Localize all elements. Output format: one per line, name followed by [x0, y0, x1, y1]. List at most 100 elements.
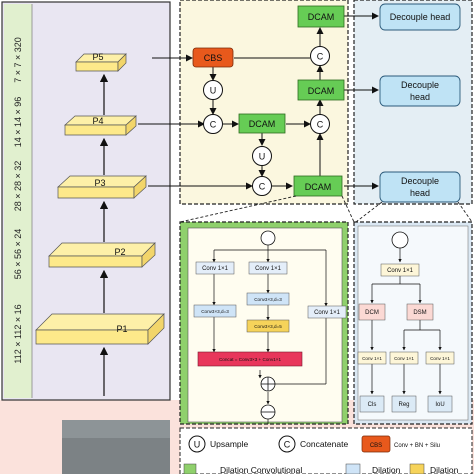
- dims-column: [4, 4, 32, 398]
- dcam-conv3-d3-b: Conv3×3,d=3: [246, 292, 290, 306]
- head-output-reg: Reg: [391, 395, 417, 413]
- dcam-conv1-a: Conv 1×1: [195, 261, 235, 275]
- conv-label: Conv3×3,d=5: [254, 324, 282, 329]
- dcam-conv1-c: Conv 1×1: [307, 305, 347, 319]
- stage-label-p5: P5: [92, 52, 103, 62]
- legend-concatenate: C Concatenate: [278, 435, 348, 453]
- head-detail-flow: [370, 248, 442, 395]
- dcam-input-node: [260, 230, 276, 246]
- head-label: Decouple: [401, 80, 439, 90]
- legend-dilation-1: Dilation: [345, 463, 401, 474]
- concat-label: C: [317, 52, 324, 62]
- output-label: Reg: [398, 402, 409, 408]
- dcm-label: DCM: [365, 310, 379, 316]
- stage-label-p3: P3: [94, 178, 105, 188]
- decouple-head-3: Decouple head: [379, 171, 461, 203]
- legend-label: Concatenate: [300, 439, 348, 449]
- upsample-node-2: U: [252, 146, 272, 166]
- legend-label: Upsample: [210, 439, 249, 449]
- conv-label: Conv 1×1: [202, 266, 229, 272]
- output-label: Cls: [368, 402, 377, 408]
- cbs-block: CBS: [192, 47, 234, 68]
- dcam-label: DCAM: [308, 12, 335, 22]
- head-input-node: [391, 231, 409, 249]
- head-output-cls: Cls: [359, 395, 385, 413]
- dim-label: 56 × 56 × 24: [13, 229, 23, 280]
- dcam-block-mid: DCAM: [238, 113, 286, 134]
- conv-label: Conv 1×1: [362, 356, 382, 361]
- upsample-label: U: [259, 152, 266, 162]
- dcam-label: DCAM: [308, 86, 335, 96]
- neck-panel: [179, 0, 349, 205]
- concat-label: C: [259, 182, 266, 192]
- dim-label: 112 × 112 × 16: [13, 304, 23, 363]
- concat-label: C: [317, 120, 324, 130]
- cbs-icon: [361, 435, 391, 453]
- conv-label: Conv 1×1: [394, 356, 414, 361]
- legend-symbol: U: [194, 440, 201, 450]
- concat-formula: Concat = Conv3×3 + Conv1×1: [219, 357, 282, 362]
- concat-icon: [278, 435, 296, 453]
- head-conv1-reg: Conv 1×1: [389, 351, 419, 365]
- legend-label: Dilation Convolutional: [220, 465, 302, 474]
- dcam-output-node: [260, 404, 276, 420]
- legend-cbs: CBS Conv + BN + Silu: [361, 435, 440, 453]
- neck-connections: [138, 12, 379, 190]
- head-output-iou: IoU: [427, 395, 453, 413]
- backbone-slab-p2: P2: [48, 242, 156, 268]
- cbs-label: CBS: [204, 53, 223, 63]
- dilation-swatch-2: [409, 463, 425, 474]
- dcam-conv1-b: Conv 1×1: [248, 261, 288, 275]
- head-conv1-top: Conv 1×1: [380, 263, 420, 277]
- decouple-head-2: Decouple head: [379, 75, 461, 107]
- concat-label: C: [210, 120, 217, 130]
- head-dsm-block: DSM: [406, 303, 434, 321]
- dcam-block-top: DCAM: [297, 5, 345, 28]
- upsample-icon: [188, 435, 206, 453]
- upsample-label: U: [210, 86, 217, 96]
- concat-node-2: C: [252, 176, 272, 196]
- legend-label: Dilation: [430, 465, 459, 474]
- conv-label: Conv3×3,d=3: [201, 309, 229, 314]
- concat-node-3: C: [310, 114, 330, 134]
- conv-label: Conv 1×1: [387, 268, 414, 274]
- dilation-conv-swatch: [183, 463, 197, 474]
- dim-label: 14 × 14 × 96: [13, 97, 23, 148]
- dcam-add-node: [260, 376, 276, 392]
- dcam-label: DCAM: [249, 119, 276, 129]
- dilation-swatch-1: [345, 463, 361, 474]
- upsample-node-1: U: [203, 80, 223, 100]
- dcam-label: DCAM: [305, 182, 332, 192]
- legend-upsample: U Upsample: [188, 435, 249, 453]
- head-dcm-block: DCM: [358, 303, 386, 321]
- conv-label: Conv 1×1: [255, 266, 282, 272]
- zoom-lines: [179, 195, 473, 223]
- legend-dilation-conv: Dilation Convolutional: [183, 463, 302, 474]
- dcam-block-bottom: DCAM: [293, 175, 343, 197]
- head-label: head: [410, 92, 430, 102]
- conv-label: Conv 1×1: [314, 310, 341, 316]
- backbone-slab-p4: P4: [64, 115, 137, 136]
- dim-label: 7 × 7 × 320: [13, 37, 23, 83]
- dcam-block-upper: DCAM: [297, 79, 345, 101]
- dcam-detail-flow: [212, 245, 328, 424]
- stage-label-p1: P1: [116, 324, 127, 334]
- conv-label: Conv3×3,d=3: [254, 297, 282, 302]
- stage-label-p2: P2: [114, 247, 125, 257]
- head-label: Decouple head: [390, 12, 451, 22]
- head-detail-inner: [357, 225, 469, 421]
- concat-node-4: C: [310, 46, 330, 66]
- dcam-conv3-d5: Conv3×3,d=5: [246, 319, 290, 333]
- legend-dilation-2: Dilation: [409, 463, 459, 474]
- legend-symbol: CBS: [370, 443, 382, 449]
- head-conv1-cls: Conv 1×1: [357, 351, 387, 365]
- head-label: Decouple: [401, 176, 439, 186]
- backbone-slab-p5: P5: [75, 52, 127, 72]
- output-label: IoU: [435, 402, 444, 408]
- conv-label: Conv 1×1: [430, 356, 450, 361]
- dim-label: 28 × 28 × 32: [13, 161, 23, 212]
- head-conv1-iou: Conv 1×1: [425, 351, 455, 365]
- dcam-conv3-d3: Conv3×3,d=3: [193, 304, 237, 318]
- dsm-label: DSM: [413, 310, 426, 316]
